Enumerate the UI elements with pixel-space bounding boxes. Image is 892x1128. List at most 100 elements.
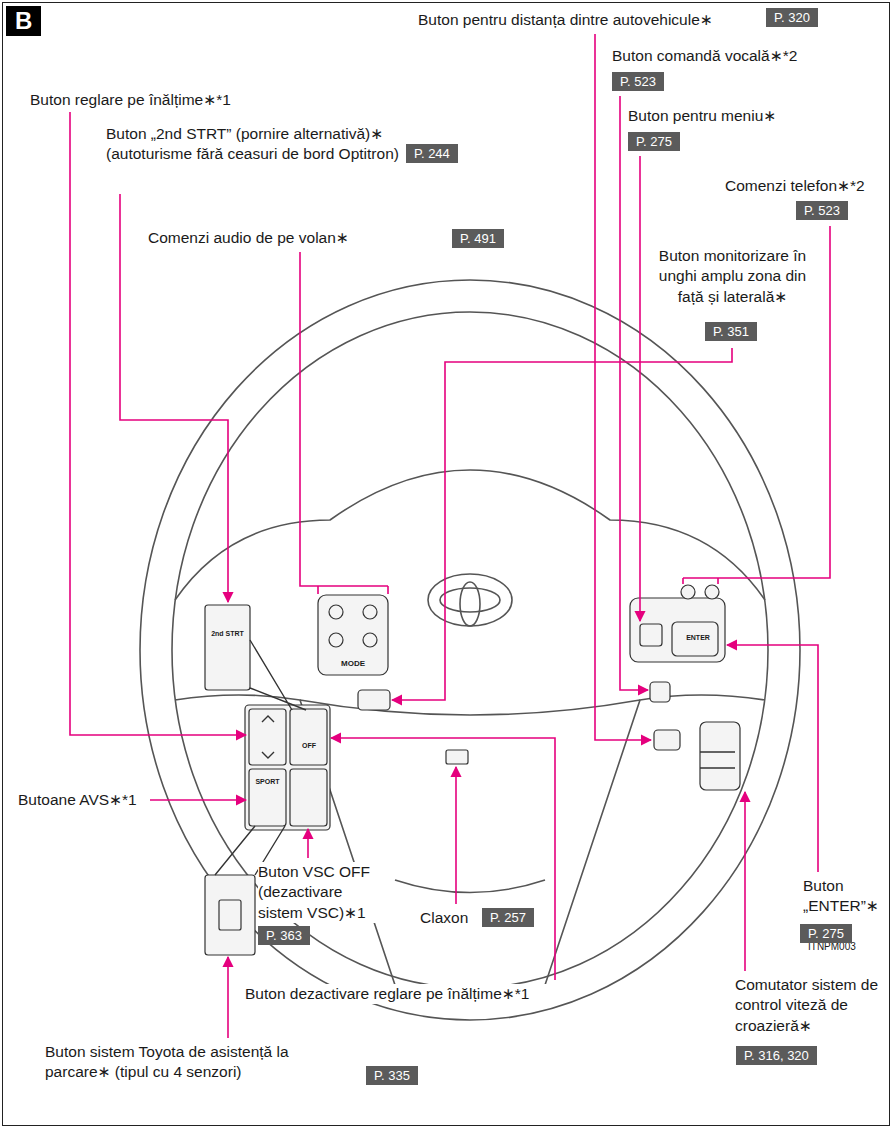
callout-label: Comutator sistem de control viteză de cr… (735, 975, 885, 1036)
callout-label: Comenzi telefon∗*2 (725, 176, 885, 196)
distance-button (654, 730, 680, 750)
page-reference: P. 491 (452, 229, 504, 248)
right-pad (630, 598, 725, 662)
leader-line (392, 348, 732, 700)
audio-pad (318, 595, 388, 675)
node-text: B (15, 7, 32, 34)
phone-button (705, 585, 719, 599)
page-reference: P. 275 (628, 132, 680, 151)
node-text: P. 335 (374, 1068, 410, 1083)
audio-button (363, 605, 377, 619)
toyota-logo (428, 574, 512, 626)
monitor-button (358, 690, 390, 710)
node-text: P. 363 (266, 928, 302, 943)
section-badge: B (6, 6, 41, 36)
leader-line (120, 194, 228, 602)
button-marking: SPORT (250, 778, 285, 786)
page-reference: P. 523 (796, 201, 848, 220)
callout-line (250, 640, 306, 710)
callout-label: Butoane AVS∗*1 (18, 790, 148, 810)
audio-button (329, 605, 343, 619)
avs-button (249, 769, 286, 826)
page-reference: P. 351 (705, 322, 757, 341)
callout-label: Claxon (420, 908, 480, 928)
enter-button (672, 622, 718, 656)
leader-line (300, 252, 388, 594)
leader-line (150, 799, 246, 801)
leader-line (727, 645, 818, 872)
node-text: P. 320 (774, 10, 810, 25)
wheel (140, 280, 800, 1020)
button-marking: MODE (333, 660, 373, 669)
leader-line (227, 957, 229, 1038)
button-marking: ENTER (681, 634, 715, 642)
node-text: P. 244 (414, 146, 450, 161)
callout-label: Buton VSC OFF (dezactivare sistem VSC)∗1 (258, 862, 388, 923)
phone-button (681, 585, 695, 599)
height-off-button (290, 709, 327, 765)
voice-button (650, 682, 670, 702)
parking-button (219, 900, 241, 930)
cruise-lever (700, 722, 740, 790)
page-reference: P. 523 (612, 72, 664, 91)
callout-label: Buton reglare pe înălțime∗*1 (30, 90, 290, 110)
callout-label: Comenzi audio de pe volan∗ (148, 228, 438, 248)
leader-line (620, 96, 648, 690)
page-reference: P. 244 (406, 144, 458, 163)
callout-label: Buton sistem Toyota de asistență la parc… (45, 1042, 307, 1083)
toyota-logo (460, 582, 480, 626)
leader-line (331, 738, 555, 980)
hub-sides (175, 695, 765, 1000)
wheel-rim-inner (172, 312, 768, 988)
callout-label: Buton „2nd STRT” (pornire alternativă)∗ … (106, 124, 406, 165)
frame (3, 3, 890, 1126)
audio-button (363, 633, 377, 647)
height-button (249, 709, 286, 765)
leader-line (70, 112, 246, 735)
page-reference: P. 316, 320 (736, 1046, 817, 1065)
callout-box (205, 875, 255, 955)
leader-line (455, 767, 457, 904)
page-reference: P. 335 (366, 1066, 418, 1085)
audio-button (329, 633, 343, 647)
node-text: P. 275 (636, 134, 672, 149)
node-text: P. 523 (804, 203, 840, 218)
lever-marks (700, 752, 735, 768)
leader-line (639, 156, 641, 621)
callout-box (205, 605, 250, 690)
hub-top (175, 470, 765, 600)
leader-line (307, 829, 309, 858)
callout-label: Buton pentru distanța dintre autovehicul… (418, 10, 763, 30)
menu-button (640, 624, 662, 646)
node-text: P. 523 (620, 74, 656, 89)
arrow-symbol (262, 716, 274, 758)
node-text: P. 257 (490, 910, 526, 925)
callout-label: Buton pentru meniu∗ (628, 106, 828, 126)
left-cluster (245, 705, 330, 830)
callout-label: Buton „ENTER”∗ (803, 876, 885, 917)
toyota-logo (440, 588, 500, 612)
page-reference: P. 363 (258, 926, 310, 945)
callout-label: Buton monitorizare în unghi amplu zona d… (650, 246, 815, 307)
button-marking: 2nd STRT (208, 630, 247, 638)
leader-lines (70, 34, 830, 1038)
page-reference: P. 320 (766, 8, 818, 27)
horn-icon (446, 750, 468, 764)
node-text: P. 491 (460, 231, 496, 246)
callout-label: Buton dezactivare reglare pe înălțime∗*1 (245, 984, 550, 1004)
leader-line (744, 792, 746, 971)
hub-lower (395, 880, 545, 893)
page-reference: P. 275 (800, 924, 852, 943)
node-text: P. 275 (808, 926, 844, 941)
button-marking: OFF (297, 742, 321, 750)
callout-lines (215, 640, 735, 875)
page-reference: P. 257 (482, 908, 534, 927)
wheel-rim-outer (140, 280, 800, 1020)
node-text: P. 351 (713, 324, 749, 339)
vsc-off-button (290, 769, 327, 826)
hub-center (300, 700, 640, 715)
controls (205, 585, 740, 955)
